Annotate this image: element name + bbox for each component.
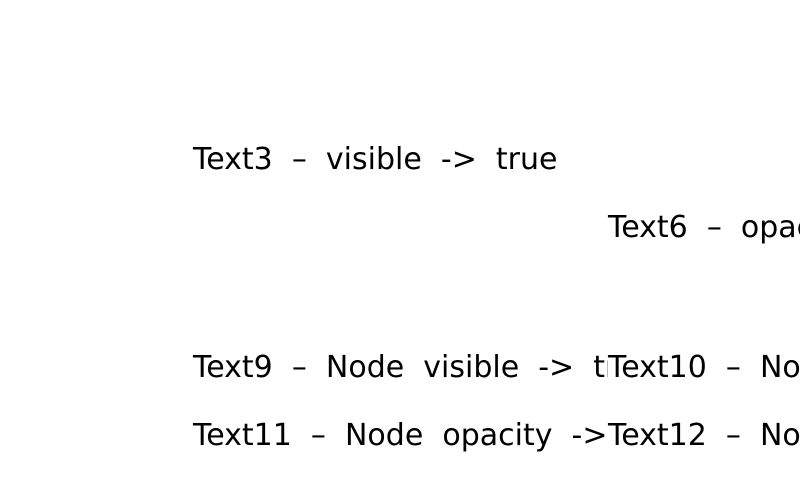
text-label-text10: Text10 – Node opacity -> 1 xyxy=(608,353,800,383)
text-label-text6: Text6 – opacity -> 0 xyxy=(608,213,800,243)
text-label-text3: Text3 – visible -> true xyxy=(193,142,558,177)
text-label-text11: Text11 – Node opacity -> 0 xyxy=(193,418,646,453)
text-label-text12: Text12 – Node visible -> false xyxy=(608,421,800,451)
text-label-text9: Text9 – Node visible -> true xyxy=(193,350,655,385)
